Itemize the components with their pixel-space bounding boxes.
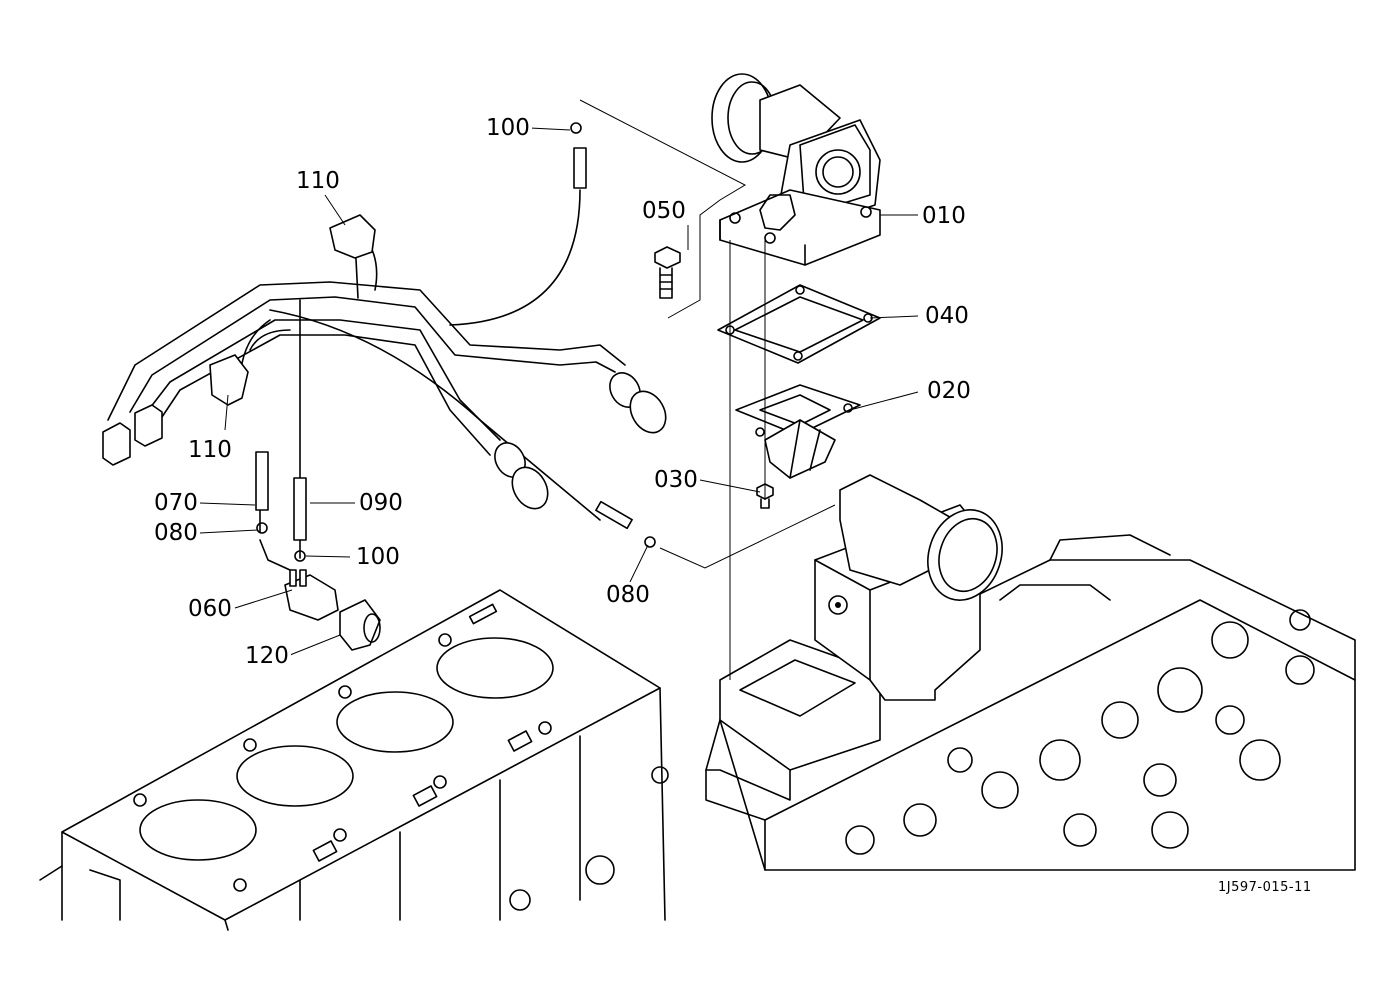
label-part-060: 060 — [186, 596, 234, 622]
part-050-bolt — [654, 246, 681, 299]
leader-lines — [199, 127, 919, 656]
label-part-080-right: 080 — [604, 582, 652, 608]
assembly-lines — [579, 99, 836, 680]
label-part-110-left: 110 — [186, 437, 234, 463]
wire-harness — [102, 122, 667, 651]
part-010-thermostat-cover — [711, 73, 881, 266]
label-part-100-top: 100 — [484, 115, 532, 141]
label-part-100-mid: 100 — [354, 544, 402, 570]
label-part-050: 050 — [640, 198, 688, 224]
label-part-070: 070 — [152, 490, 200, 516]
label-part-040: 040 — [923, 303, 971, 329]
cylinder-head-right — [705, 474, 1356, 871]
label-part-090: 090 — [357, 490, 405, 516]
part-020-thermostat — [735, 384, 861, 479]
label-part-030: 030 — [652, 467, 700, 493]
label-part-110-top: 110 — [294, 168, 342, 194]
label-part-080-left: 080 — [152, 520, 200, 546]
engine-block-left — [39, 589, 669, 931]
part-040-gasket — [717, 284, 881, 364]
label-part-120: 120 — [243, 643, 291, 669]
label-part-020: 020 — [925, 378, 973, 404]
label-part-010: 010 — [920, 203, 968, 229]
drawing-id: 1J597-015-11 — [1218, 880, 1312, 895]
